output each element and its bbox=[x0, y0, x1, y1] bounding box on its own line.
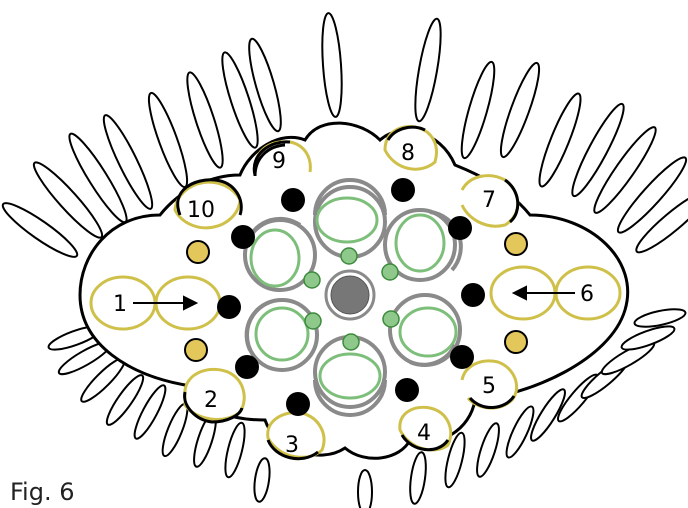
yellow-dot bbox=[505, 331, 527, 353]
label-10: 10 bbox=[187, 198, 215, 223]
black-dot bbox=[217, 295, 241, 319]
label-4: 4 bbox=[417, 421, 431, 446]
top-spines bbox=[319, 12, 445, 122]
label-3: 3 bbox=[285, 433, 299, 458]
green-lobe bbox=[320, 354, 380, 398]
black-dot bbox=[286, 392, 310, 416]
green-lobe bbox=[317, 198, 377, 242]
label-7: 7 bbox=[482, 188, 496, 213]
black-dot bbox=[281, 188, 305, 212]
green-lobe bbox=[251, 230, 299, 286]
spine bbox=[252, 457, 272, 503]
black-dot bbox=[231, 225, 255, 249]
black-dot bbox=[235, 355, 259, 379]
label-5: 5 bbox=[482, 374, 496, 399]
spine bbox=[319, 12, 344, 117]
green-dot bbox=[383, 311, 399, 327]
central-disc bbox=[326, 271, 374, 319]
center-core bbox=[331, 276, 369, 314]
label-9: 9 bbox=[272, 149, 286, 174]
spine bbox=[158, 401, 192, 458]
yellow-dot bbox=[505, 233, 527, 255]
spine bbox=[221, 421, 248, 479]
label-6: 6 bbox=[580, 282, 594, 307]
spine bbox=[407, 451, 428, 504]
green-dot bbox=[341, 248, 357, 264]
black-dot bbox=[461, 283, 485, 307]
figure-caption: Fig. 6 bbox=[10, 478, 75, 506]
spine bbox=[456, 59, 501, 160]
green-dot bbox=[305, 313, 321, 329]
label-2: 2 bbox=[204, 388, 218, 413]
label-1: 1 bbox=[113, 292, 127, 317]
spine bbox=[410, 17, 446, 123]
label-8: 8 bbox=[401, 141, 415, 166]
black-dot bbox=[450, 345, 474, 369]
black-dot bbox=[391, 178, 415, 202]
green-dot bbox=[382, 264, 398, 280]
black-dot bbox=[395, 378, 419, 402]
yellow-dot bbox=[187, 241, 209, 263]
spine bbox=[473, 421, 504, 479]
yellow-dot bbox=[185, 339, 207, 361]
green-dot bbox=[343, 334, 359, 350]
spine bbox=[494, 60, 545, 160]
green-dot bbox=[304, 272, 320, 288]
spine bbox=[142, 90, 193, 190]
green-lobe bbox=[256, 308, 308, 360]
spine bbox=[358, 470, 372, 508]
spine bbox=[181, 70, 229, 171]
green-lobe bbox=[396, 215, 444, 271]
black-dot bbox=[448, 216, 472, 240]
green-lobe bbox=[400, 308, 456, 356]
